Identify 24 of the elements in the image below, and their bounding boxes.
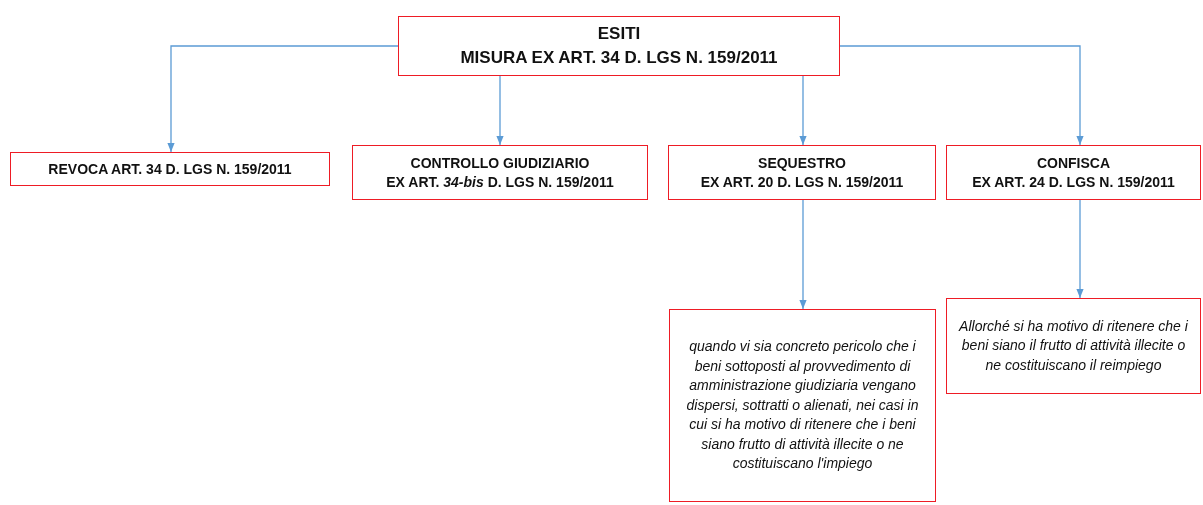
arrow [167, 45, 399, 153]
box-label: MISURA EX ART. 34 D. LGS N. 159/2011 [460, 47, 778, 69]
description-text: Allorché si ha motivo di ritenere che i beni siano il frutto di attività illecite o ne costituiscano il reimpiego [957, 316, 1189, 375]
arrow [799, 199, 807, 310]
outcome-box [10, 152, 330, 186]
outcome-box [668, 145, 936, 200]
outcome-box [946, 145, 1201, 200]
box-label: CONTROLLO GIUDIZIARIO [410, 153, 590, 173]
box-label: EX ART. 34-bis D. LGS N. 159/2011 [386, 172, 614, 192]
arrow [496, 75, 504, 146]
outcome-box [398, 16, 840, 76]
arrow [839, 45, 1084, 146]
box-label: EX ART. 24 D. LGS N. 159/2011 [972, 172, 1175, 192]
outcome-box [352, 145, 648, 200]
box-label: SEQUESTRO [758, 153, 846, 173]
box-label: CONFISCA [1036, 153, 1111, 173]
arrow [1076, 199, 1084, 299]
box-label: ESITI [597, 23, 641, 46]
arrow [799, 75, 807, 146]
description-text: quando vi sia concreto pericolo che i beni sottoposti al provvedimento di amministrazione giudiziaria vengano dispersi, sottratti o alienati, nei casi in cui si ha motivo di ritenere che i beni siano frutto di attività illecite o ne costituiscano l'impiego [685, 336, 920, 474]
description-box [946, 298, 1201, 394]
box-label: EX ART. 20 D. LGS N. 159/2011 [700, 172, 904, 192]
box-label: REVOCA ART. 34 D. LGS N. 159/2011 [48, 159, 292, 179]
description-box [669, 309, 936, 502]
